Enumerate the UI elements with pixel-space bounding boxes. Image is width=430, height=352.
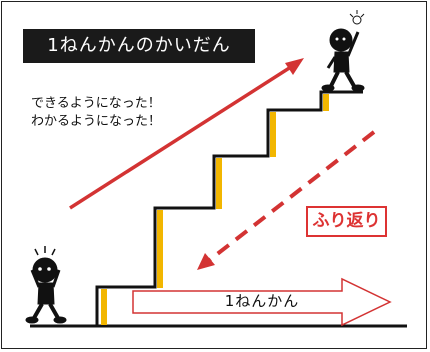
stair-accents <box>101 94 329 325</box>
stair-accent-2 <box>157 210 163 288</box>
stair-outline <box>95 90 363 326</box>
note-line-1: できるようになった！ <box>31 96 161 111</box>
idea-bulb-icon <box>352 15 362 25</box>
year-arrow-label: 1ねんかん <box>224 292 300 310</box>
title-banner: 1ねんかんのかいだん <box>23 29 255 63</box>
review-label: ふり返り <box>306 206 387 237</box>
worried-figure <box>25 246 67 324</box>
growth-arrow-head <box>285 58 304 75</box>
review-arrow-head <box>197 253 215 270</box>
stairs-illustration <box>25 10 407 328</box>
review-arrow <box>205 130 376 264</box>
stair-accent-3 <box>216 158 222 209</box>
stair-accent-1 <box>101 289 107 325</box>
stair-accent-4 <box>270 112 276 157</box>
happy-figure <box>321 10 365 92</box>
stair-accent-5 <box>323 94 329 111</box>
growth-arrow <box>69 63 295 210</box>
illustration-frame: 1ねんかんのかいだん できるようになった！ わかるようになった！ ふり返り 1ね… <box>1 1 427 349</box>
year-arrow <box>132 277 392 327</box>
note-line-2: わかるようになった！ <box>31 114 162 129</box>
happy-figure-head <box>329 28 353 52</box>
